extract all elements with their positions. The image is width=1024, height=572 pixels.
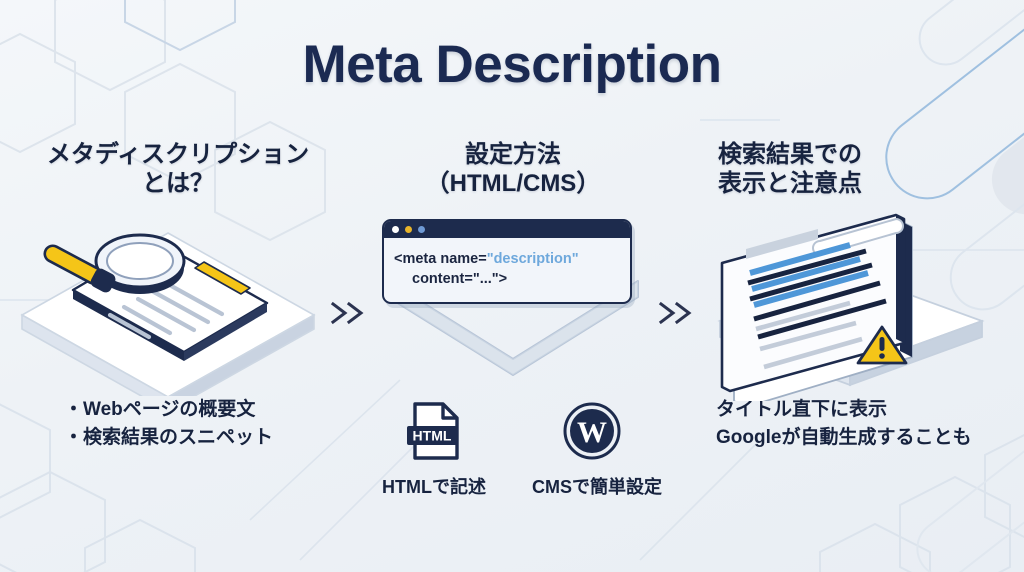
magnifier-icon — [43, 233, 186, 294]
magnifier-on-document-illustration — [18, 211, 338, 412]
column-1-heading-line-2: とは？ — [142, 170, 214, 198]
chevron-right-double-icon — [330, 301, 364, 325]
html-file-badge-text: HTML — [413, 427, 452, 443]
code-window-body: <meta name="description" content="..."> — [384, 238, 630, 302]
window-dot-blue-icon — [418, 225, 425, 233]
flow-arrow-2 — [658, 300, 694, 332]
code-line-2: content="..."> — [412, 270, 508, 287]
serp-card-illustration — [700, 211, 1010, 408]
code-window-illustration: <meta name="description" content="..."> — [368, 211, 658, 396]
column-3-heading: 検索結果での 表示と注意点 — [700, 140, 1010, 199]
column-2-heading-line-1: 設定方法 — [465, 141, 561, 168]
window-dot-yellow-icon — [405, 225, 412, 233]
code-window-titlebar — [384, 220, 630, 238]
column-3-heading-line-2: 表示と注意点 — [718, 170, 862, 198]
column-serp-display: 検索結果での 表示と注意点 — [700, 140, 1010, 453]
column-1-caption-2: ・検索結果のスニペット — [64, 427, 274, 449]
html-option-label: HTMLで記述 — [382, 476, 486, 497]
column-3-caption-2: Googleが自動生成することも — [716, 427, 972, 449]
column-2-heading-line-2: （HTML/CMS） — [425, 170, 601, 198]
column-how-to-set: 設定方法 （HTML/CMS） <meta n — [368, 140, 662, 499]
chevron-right-double-icon — [658, 301, 692, 325]
html-file-icon: HTML — [407, 401, 459, 460]
code-line-1-prefix: <meta name= — [394, 250, 487, 267]
flow-arrow-1 — [330, 300, 366, 332]
window-dot-white-icon — [392, 225, 399, 233]
cms-option-label: CMSで簡単設定 — [532, 476, 662, 497]
column-1-caption-1: ・Webページの概要文 — [64, 398, 256, 420]
wordpress-icon: W — [563, 402, 621, 460]
code-window: <meta name="description" content="..."> — [382, 218, 632, 304]
column-1-captions: ・Webページの概要文 ・検索結果のスニペット — [18, 396, 338, 453]
column-meta-description-definition: メタディスクリプション とは？ — [18, 140, 338, 453]
columns-container: メタディスクリプション とは？ — [0, 140, 1024, 520]
column-1-heading: メタディスクリプション とは？ — [18, 140, 338, 199]
column-2-icon-row: HTML HTMLで記述 W CMSで簡単設定 — [368, 400, 662, 499]
code-line-1-value: "description" — [486, 250, 579, 267]
cms-option: W CMSで簡単設定 — [532, 400, 662, 499]
html-option: HTML HTMLで記述 — [374, 400, 494, 499]
page-title: Meta Description — [302, 35, 722, 94]
warning-triangle-icon — [856, 325, 908, 364]
column-3-heading-line-1: 検索結果での — [718, 141, 862, 168]
code-line-1: <meta name="description" — [394, 249, 622, 269]
column-1-heading-line-1: メタディスクリプション — [46, 141, 310, 168]
column-3-captions: タイトル直下に表示 Googleが自動生成することも — [700, 396, 1010, 453]
wordpress-badge-text: W — [577, 416, 607, 449]
column-2-heading: 設定方法 （HTML/CMS） — [368, 140, 658, 199]
column-3-caption-1: タイトル直下に表示 — [716, 398, 888, 420]
